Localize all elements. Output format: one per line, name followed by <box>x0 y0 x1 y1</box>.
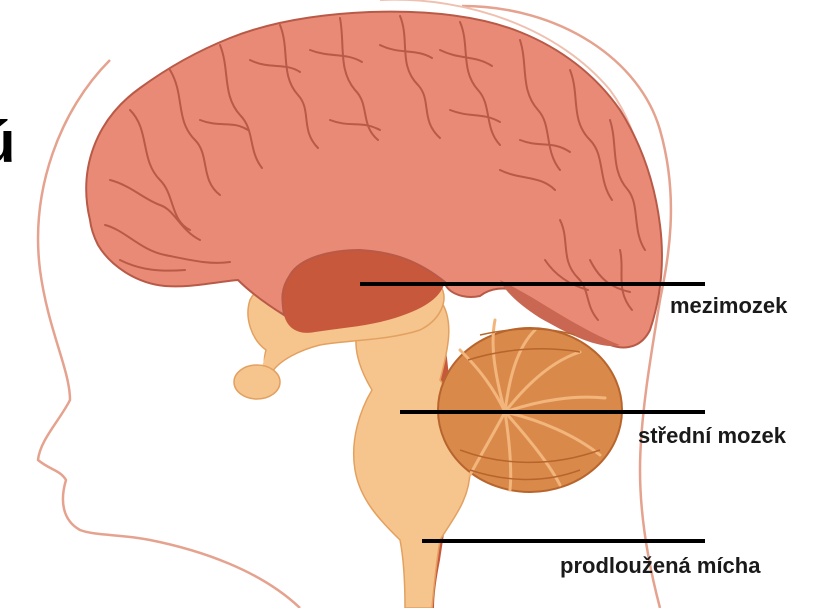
cerebellum <box>438 320 622 492</box>
pituitary-gland <box>234 365 280 399</box>
label-diencephalon: mezimozek <box>670 293 788 318</box>
label-midbrain: střední mozek <box>638 423 787 448</box>
label-medulla: prodloužená mícha <box>560 553 761 578</box>
edge-glyph: ú <box>0 110 15 175</box>
